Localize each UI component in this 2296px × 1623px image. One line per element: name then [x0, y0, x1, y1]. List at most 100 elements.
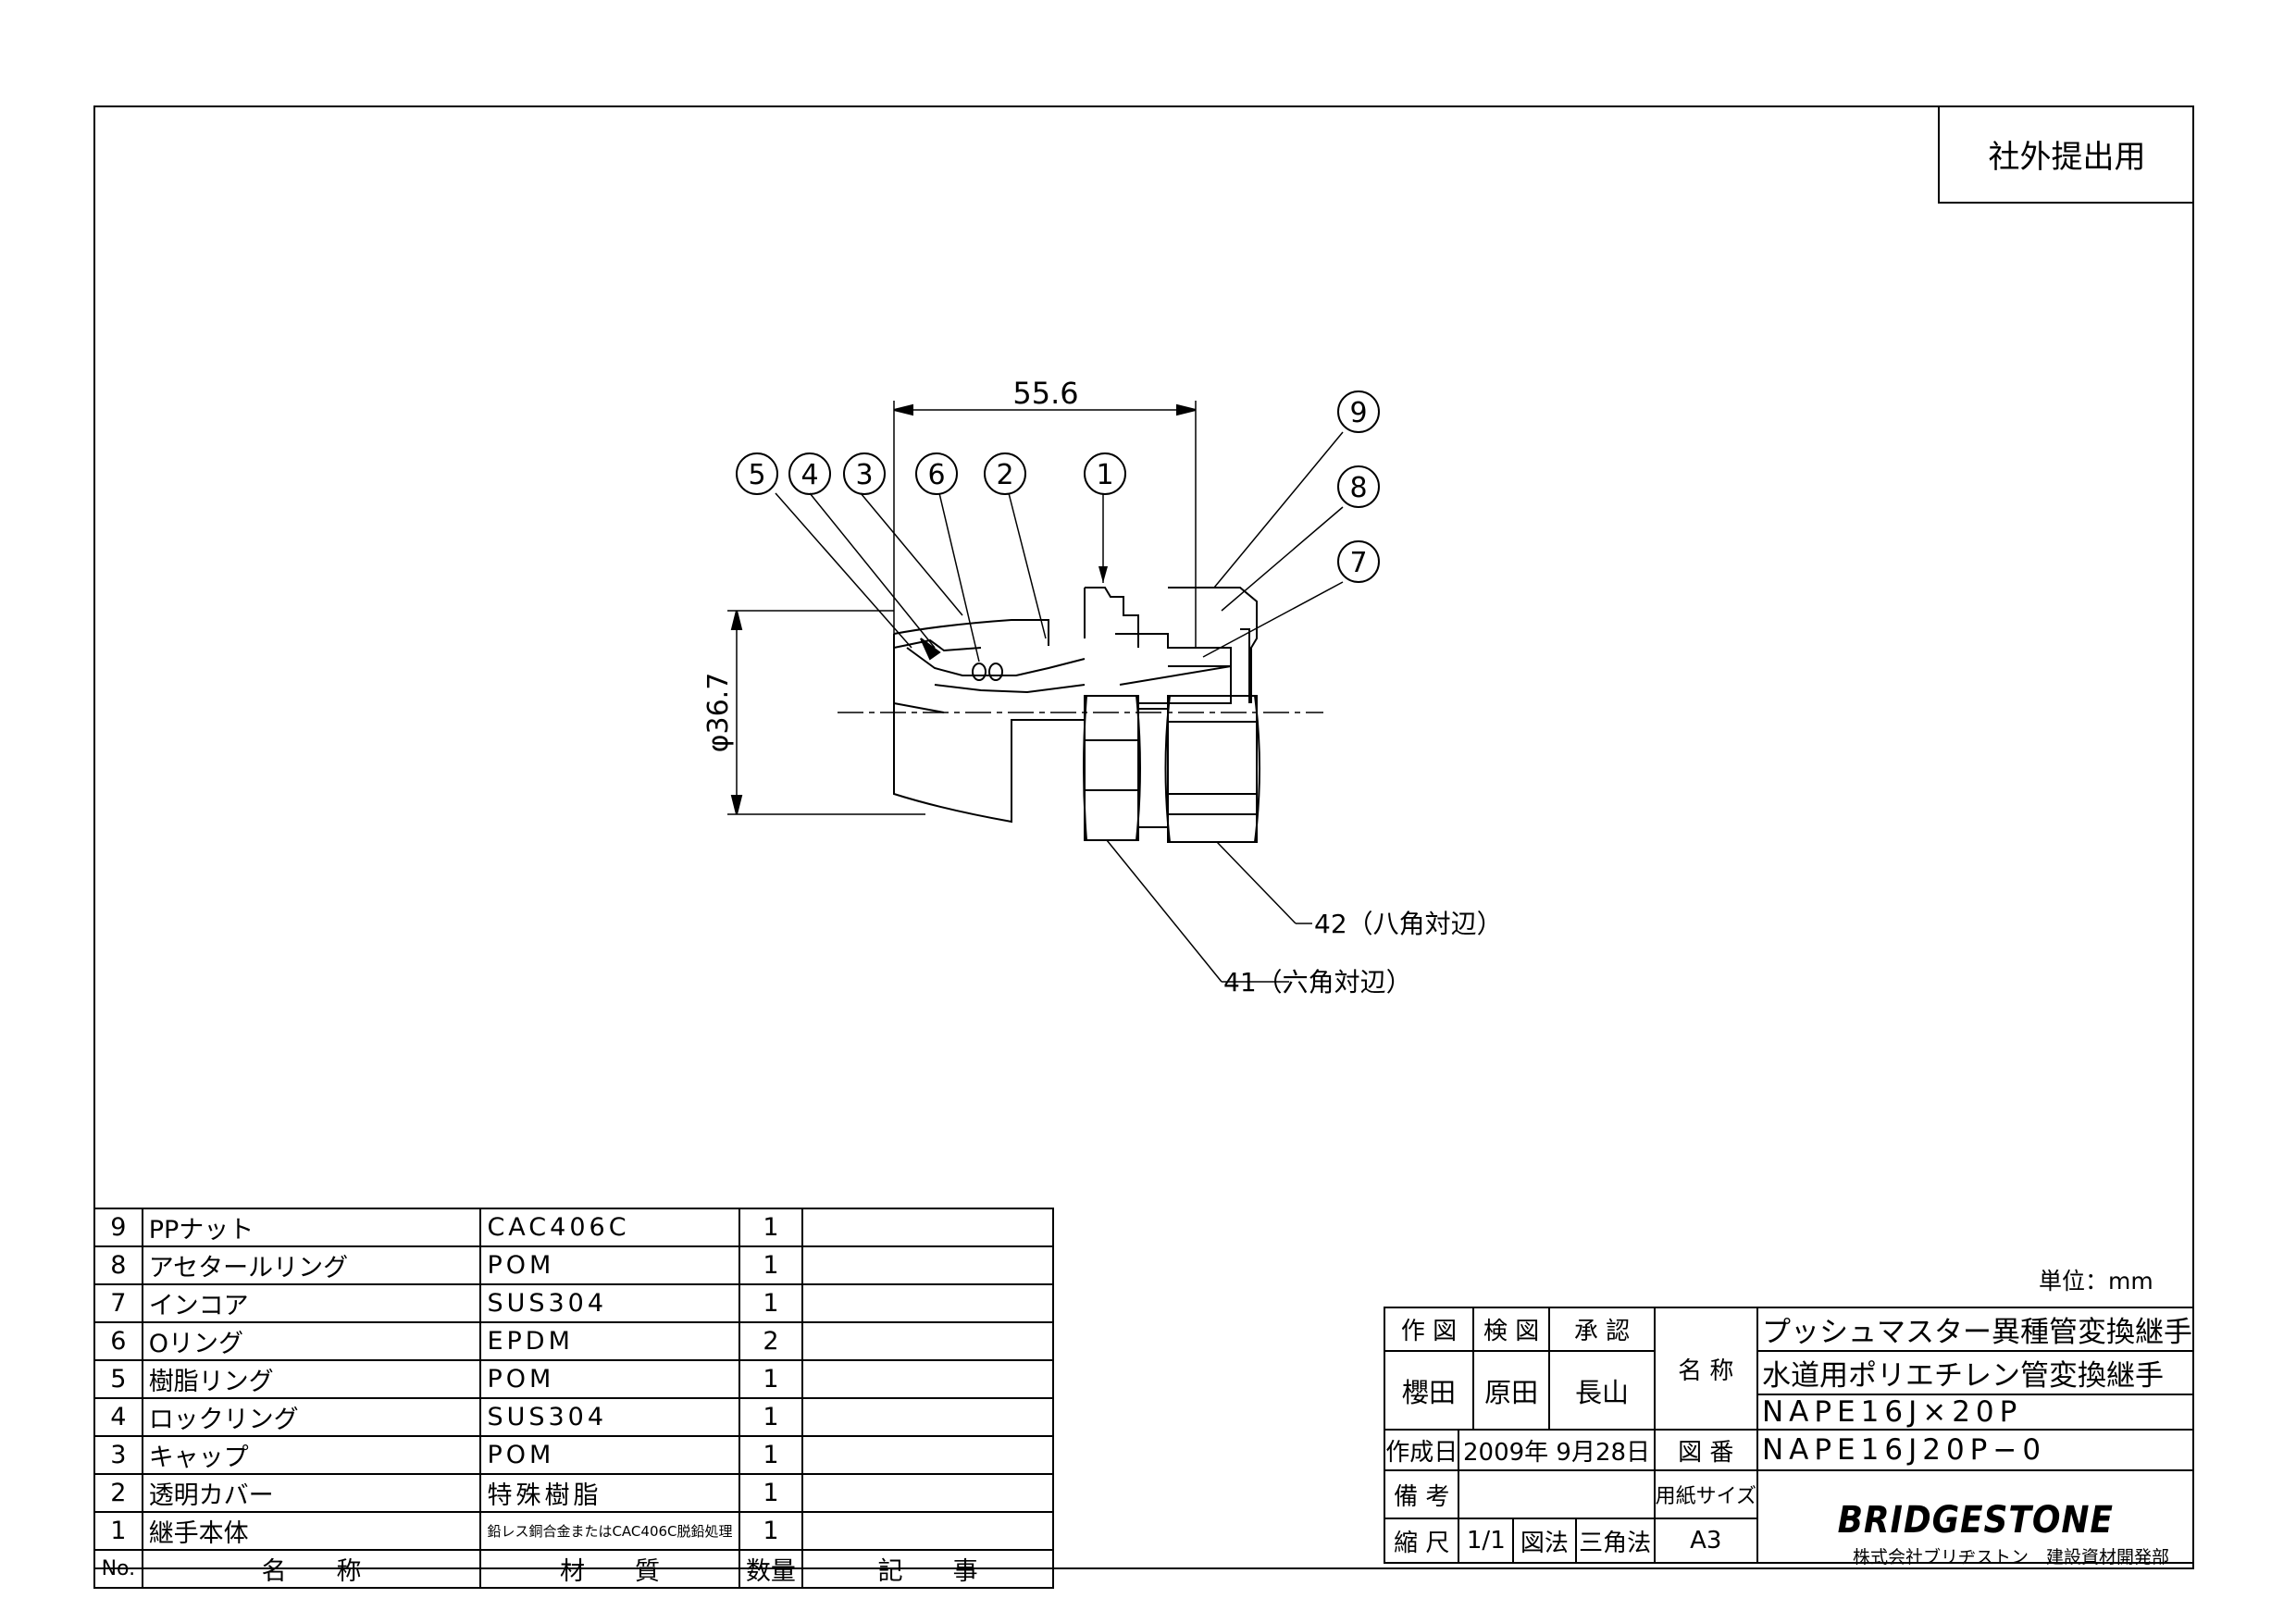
dimension-length — [893, 401, 1197, 648]
part-no: 3 — [93, 1435, 143, 1475]
creation-date: 2009年 9月28日 — [1458, 1429, 1656, 1471]
part-material: 鉛レス銅合金またはCAC406C脱鉛処理 — [479, 1511, 740, 1551]
part-name: 樹脂リング — [141, 1359, 482, 1399]
part-name: アセタールリング — [141, 1245, 482, 1285]
part-material: POM — [479, 1359, 740, 1399]
approved-label: 承 認 — [1548, 1307, 1656, 1352]
balloon-7-label: 7 — [1349, 547, 1367, 579]
part-no: 1 — [93, 1511, 143, 1551]
part-note — [801, 1283, 1054, 1323]
bridgestone-logo: BRIDGESTONE — [1837, 1499, 2114, 1542]
balloon-3 — [843, 452, 886, 495]
part-qty: 1 — [738, 1473, 804, 1513]
part-material: 特殊樹脂 — [479, 1473, 740, 1513]
balloon-2-label: 2 — [996, 459, 1013, 491]
drawing-number: NAPE16J20P−0 — [1756, 1429, 2195, 1471]
part-qty: 1 — [738, 1511, 804, 1551]
unit-label: 単位：mm — [2039, 1268, 2153, 1295]
balloon-9-label: 9 — [1349, 397, 1367, 429]
part-qty: 1 — [738, 1245, 804, 1285]
part-no: 6 — [93, 1321, 143, 1361]
name-label: 名 称 — [1653, 1307, 1758, 1431]
part-qty: 1 — [738, 1283, 804, 1323]
scale-label: 縮 尺 — [1383, 1518, 1460, 1564]
part-note — [801, 1321, 1054, 1361]
part-note — [801, 1208, 1054, 1247]
dimension-length-label: 55.6 — [1012, 376, 1078, 411]
balloon-2 — [984, 452, 1026, 495]
part-qty: 1 — [738, 1359, 804, 1399]
drawn-by: 櫻田 — [1384, 1350, 1474, 1431]
projection-label: 図法 — [1512, 1518, 1577, 1564]
part-no: 7 — [93, 1283, 143, 1323]
company-name: 株式会社ブリヂストン 建設資材開発部 — [1852, 1547, 2169, 1567]
dimension-diameter-label: φ36.7 — [702, 673, 735, 753]
balloon-8 — [1337, 465, 1380, 508]
o-ring-2 — [988, 663, 1003, 681]
part-qty: 2 — [738, 1321, 804, 1361]
balloon-group — [736, 390, 1380, 583]
part-name: 透明カバー — [141, 1473, 482, 1513]
balloon-1-label: 1 — [1096, 459, 1113, 491]
company-logo-cell: BRIDGESTONE — [1756, 1469, 2195, 1564]
part-no: 4 — [93, 1397, 143, 1437]
hex-dimension-label: 41（六角対辺） — [1223, 967, 1412, 997]
balloon-6 — [915, 452, 958, 495]
balloon-6-label: 6 — [927, 459, 945, 491]
part-no: 5 — [93, 1359, 143, 1399]
header-no: No. — [93, 1549, 143, 1589]
o-ring-1 — [972, 663, 987, 681]
part-note — [801, 1511, 1054, 1551]
part-material: CAC406C — [479, 1208, 740, 1247]
part-no: 8 — [93, 1245, 143, 1285]
paper-size-value: A3 — [1653, 1518, 1758, 1564]
drawn-label: 作 図 — [1384, 1307, 1474, 1352]
part-material: SUS304 — [479, 1283, 740, 1323]
part-note — [801, 1359, 1054, 1399]
part-no: 2 — [93, 1473, 143, 1513]
scale-value: 1/1 — [1458, 1518, 1515, 1564]
remarks-label: 備 考 — [1383, 1469, 1460, 1519]
part-material: SUS304 — [479, 1397, 740, 1437]
parts-header-row: No.名 称材 質数量記 事 — [93, 1549, 1054, 1589]
header-note: 記 事 — [801, 1549, 1054, 1589]
header-qty: 数量 — [738, 1549, 804, 1589]
balloon-5-label: 5 — [748, 459, 765, 491]
part-note — [801, 1397, 1054, 1437]
header-material: 材 質 — [479, 1549, 740, 1589]
product-name-line1: プッシュマスター異種管変換継手 — [1756, 1307, 2195, 1352]
fitting-body — [893, 587, 1260, 843]
balloon-7 — [1337, 540, 1380, 583]
balloon-8-label: 8 — [1349, 472, 1367, 504]
part-name: キャップ — [141, 1435, 482, 1475]
part-name: Oリング — [141, 1321, 482, 1361]
product-model: NAPE16J×20P — [1756, 1394, 2195, 1431]
part-name: PPナット — [141, 1208, 482, 1247]
paper-size-label: 用紙サイズ — [1653, 1469, 1758, 1519]
part-qty: 1 — [738, 1435, 804, 1475]
part-material: POM — [479, 1435, 740, 1475]
oct-dimension-label: 42（八角対辺） — [1314, 909, 1503, 939]
product-name-line2: 水道用ポリエチレン管変換継手 — [1756, 1350, 2195, 1395]
header-name: 名 称 — [141, 1549, 482, 1589]
approved-by: 長山 — [1548, 1350, 1656, 1431]
part-qty: 1 — [738, 1208, 804, 1247]
checked-by: 原田 — [1471, 1350, 1551, 1431]
checked-label: 検 図 — [1471, 1307, 1551, 1352]
part-no: 9 — [93, 1208, 143, 1247]
external-submission-stamp: 社外提出用 — [1938, 105, 2194, 204]
part-note — [801, 1435, 1054, 1475]
balloon-1 — [1084, 452, 1126, 495]
balloon-4-label: 4 — [800, 459, 818, 491]
remarks-value — [1458, 1469, 1656, 1519]
balloon-4 — [788, 452, 831, 495]
